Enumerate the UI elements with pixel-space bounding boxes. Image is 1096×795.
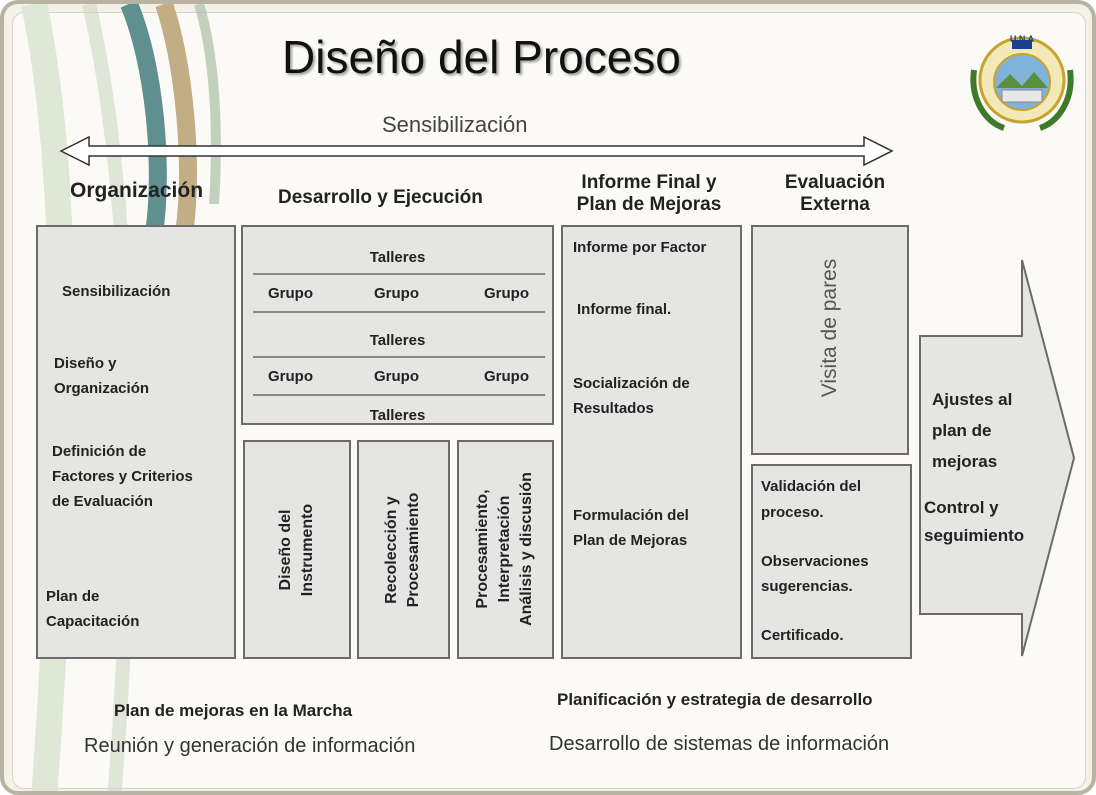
bottom-reunion: Reunión y generación de información: [84, 735, 416, 757]
bottom-desarrollo-sistemas: Desarrollo de sistemas de información: [549, 733, 890, 755]
header-informe-line2: Plan de Mejoras: [576, 194, 722, 215]
org-diseno-line1: Diseño y: [54, 355, 117, 372]
header-organizacion: Organización: [70, 179, 204, 202]
org-definicion-line2: Factores y Criterios: [52, 468, 193, 485]
arrow-text-line5: seguimiento: [924, 526, 1025, 545]
informe-item3-line2: Resultados: [573, 400, 654, 417]
recoleccion-line1: Recolección y: [383, 496, 400, 604]
page-title: Diseño del Proceso: [282, 31, 681, 83]
procesamiento-line1: Procesamiento,: [474, 489, 491, 609]
arrow-text-line2: plan de: [932, 421, 992, 440]
org-plan-line2: Capacitación: [46, 613, 140, 630]
big-right-arrow: [919, 259, 1076, 657]
grupo-2-1: Grupo: [268, 368, 313, 385]
validacion-line2: proceso.: [761, 504, 824, 521]
header-evaluacion-line2: Externa: [800, 194, 870, 215]
arrow-text-line4: Control y: [924, 498, 999, 517]
procesamiento-text: Procesamiento, Interpretación Análisis y…: [472, 445, 538, 653]
grupo-1-3: Grupo: [484, 285, 529, 302]
procesamiento-box: Procesamiento, Interpretación Análisis y…: [457, 440, 554, 659]
header-informe-line1: Informe Final y: [581, 172, 717, 193]
org-definicion-line3: de Evaluación: [52, 493, 153, 510]
university-logo: U N A: [970, 34, 1074, 131]
certificado: Certificado.: [761, 627, 844, 644]
divider: [253, 356, 545, 358]
recoleccion-box: Recolección y Procesamiento: [357, 440, 450, 659]
informe-item1: Informe por Factor: [573, 239, 707, 256]
diseno-instrumento-text: Diseño del Instrumento: [275, 446, 319, 654]
observaciones-line1: Observaciones: [761, 553, 869, 570]
validacion-line1: Validación del: [761, 478, 862, 495]
divider: [253, 394, 545, 396]
org-definicion-line1: Definición de: [52, 443, 147, 460]
informe-item4-line1: Formulación del: [573, 507, 689, 524]
visita-pares-box: Visita de pares: [751, 225, 909, 455]
grupo-2-2: Grupo: [374, 368, 419, 385]
procesamiento-line3: Análisis y discusión: [518, 472, 535, 626]
informe-item4-line2: Plan de Mejoras: [573, 532, 688, 549]
grupo-1-1: Grupo: [268, 285, 313, 302]
arrow-text-line3: mejoras: [932, 452, 998, 471]
talleres-label-1: Talleres: [369, 249, 426, 266]
org-diseno-line2: Organización: [54, 380, 150, 397]
divider: [253, 311, 545, 313]
recoleccion-text: Recolección y Procesamiento: [381, 446, 425, 654]
header-evaluacion-line1: Evaluación: [784, 172, 886, 193]
grupo-2-3: Grupo: [484, 368, 529, 385]
diseno-line2: Instrumento: [299, 503, 316, 597]
diseno-instrumento-box: Diseño del Instrumento: [243, 440, 351, 659]
procesamiento-line2: Interpretación: [496, 495, 513, 603]
bottom-plan-marcha: Plan de mejoras en la Marcha: [114, 701, 353, 720]
talleres-label-3: Talleres: [369, 407, 426, 424]
header-desarrollo: Desarrollo y Ejecución: [278, 187, 483, 208]
visita-pares-text: Visita de pares: [818, 258, 841, 398]
organizacion-box: Sensibilización Diseño y Organización De…: [36, 225, 236, 659]
observaciones-line2: sugerencias.: [761, 578, 853, 595]
header-evaluacion: Evaluación Externa: [768, 172, 902, 216]
divider: [253, 273, 545, 275]
bottom-planificacion: Planificación y estrategia de desarrollo: [557, 690, 873, 709]
org-plan-line1: Plan de: [46, 588, 100, 605]
informe-item2: Informe final.: [577, 301, 672, 318]
header-informe: Informe Final y Plan de Mejoras: [560, 172, 738, 216]
logo-acronym: U N A: [1010, 34, 1035, 44]
validacion-box: Validación del proceso. Observaciones su…: [751, 464, 912, 659]
talleres-box: Talleres Grupo Grupo Grupo Talleres Grup…: [241, 225, 554, 425]
grupo-1-2: Grupo: [374, 285, 419, 302]
talleres-label-2: Talleres: [369, 332, 426, 349]
double-arrow: [59, 135, 894, 167]
org-sensibilizacion: Sensibilización: [62, 283, 171, 300]
recoleccion-line2: Procesamiento: [405, 492, 422, 608]
informe-box: Informe por Factor Informe final. Social…: [561, 225, 742, 659]
informe-item3-line1: Socialización de: [573, 375, 690, 392]
arrow-text-line1: Ajustes al: [932, 390, 1013, 409]
arrow-label: Sensibilización: [382, 112, 528, 137]
diseno-line1: Diseño del: [277, 509, 294, 591]
